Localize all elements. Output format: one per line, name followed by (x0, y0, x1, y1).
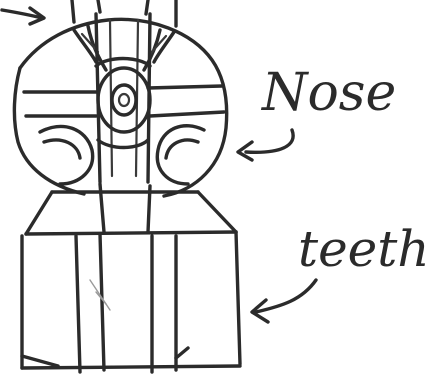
center-eye (98, 68, 150, 132)
head-shell (14, 19, 226, 196)
head-fins (74, 26, 174, 70)
nose-label: Nose (260, 63, 396, 123)
jaw (26, 184, 236, 234)
teeth-label: teeth (298, 220, 430, 278)
nose-annotation: Nose (238, 63, 396, 160)
teeth-block (22, 232, 240, 372)
cheek-arcs (40, 126, 204, 184)
teeth-arrow (256, 280, 316, 312)
top-arrow (2, 8, 44, 24)
center-column (96, 14, 150, 182)
teeth-annotation: teeth (252, 220, 430, 322)
